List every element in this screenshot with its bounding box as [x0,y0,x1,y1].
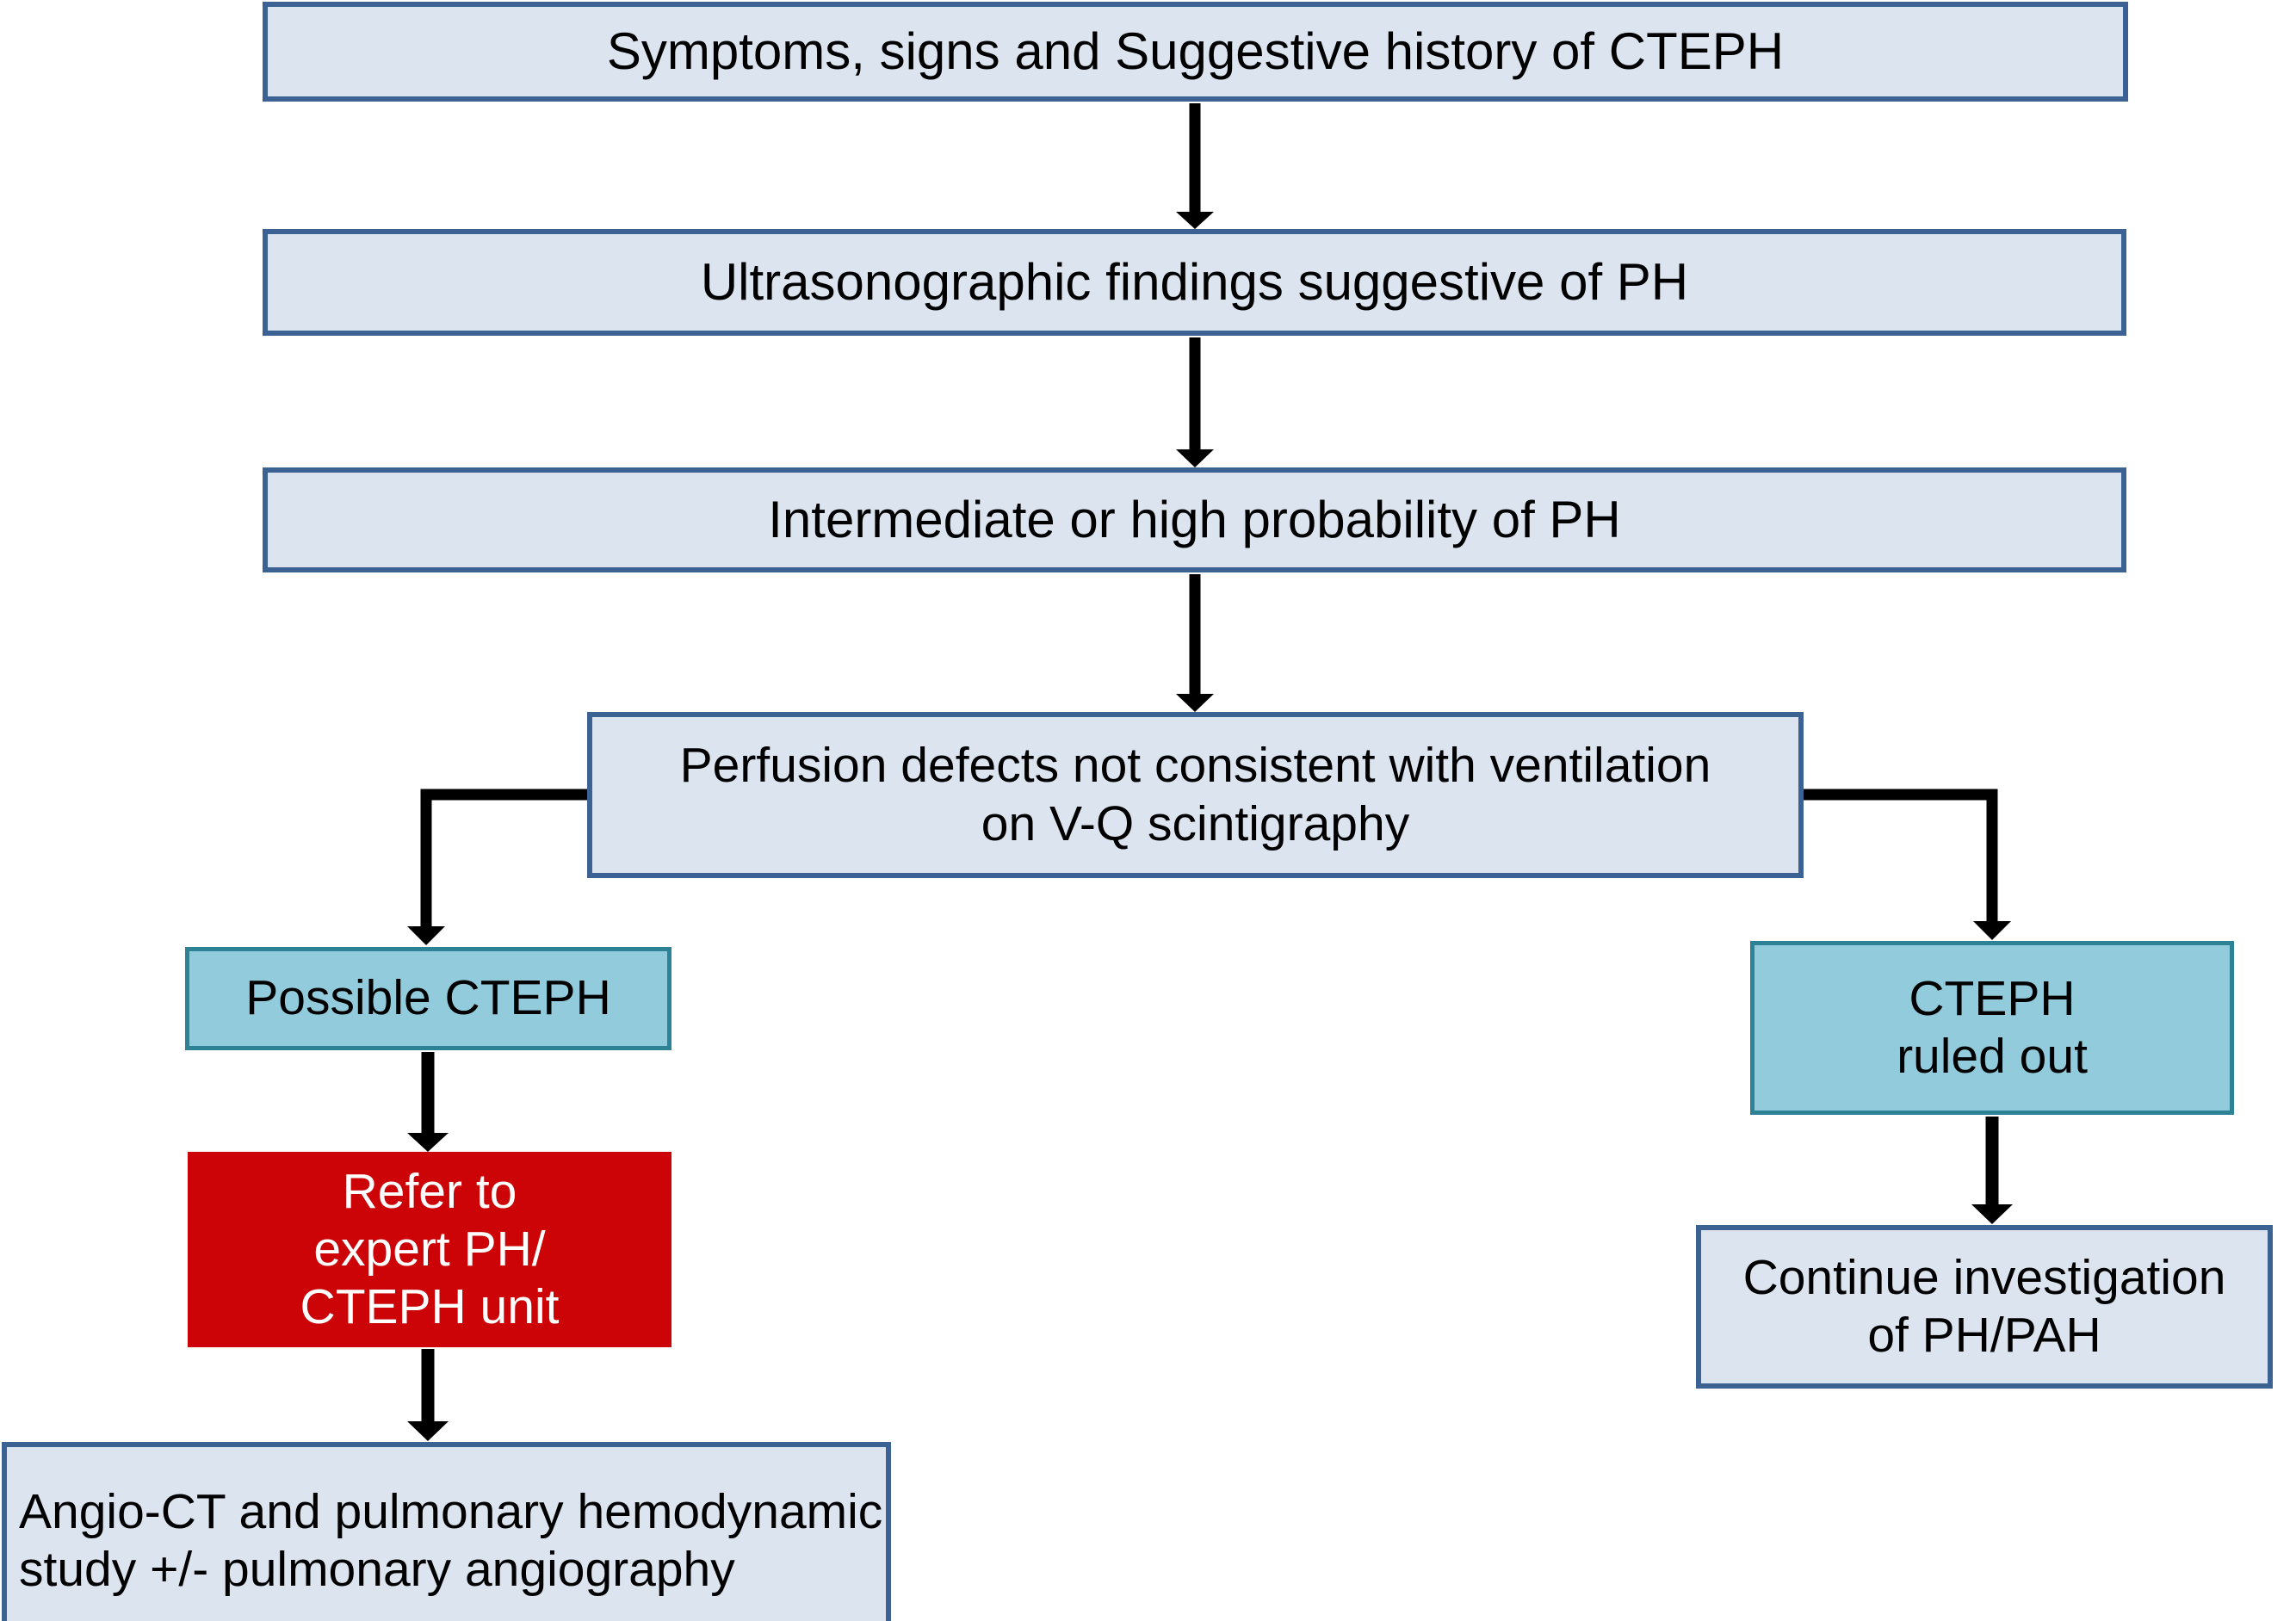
node-refer-to-expert-ph-cteph-unit: Refer to expert PH/ CTEPH unit [188,1152,671,1347]
node-angio-ct-pulmonary-hemodynamic-study: Angio-CT and pulmonary hemodynamic study… [2,1442,891,1621]
edge-probability-to-perfusion [1176,574,1214,712]
edge-ruled-out-to-continue [1971,1117,2013,1224]
edge-symptoms-to-ultrasound [1176,103,1214,229]
edge-perfusion-to-possible-cteph [407,789,587,945]
node-cteph-ruled-out: CTEPH ruled out [1750,941,2234,1115]
edge-possible-cteph-to-refer [407,1052,449,1152]
node-perfusion-defects-vq-scintigraphy: Perfusion defects not consistent with ve… [587,712,1804,878]
edge-ultrasound-to-probability [1176,337,1214,467]
node-ultrasonographic-findings: Ultrasonographic findings suggestive of … [263,229,2126,336]
node-possible-cteph: Possible CTEPH [185,947,671,1050]
edge-refer-to-angio [407,1349,449,1441]
node-continue-investigation-ph-pah: Continue investigation of PH/PAH [1696,1225,2273,1389]
node-symptoms-signs-history: Symptoms, signs and Suggestive history o… [263,2,2128,102]
edge-perfusion-to-ruled-out [1804,789,2011,940]
node-intermediate-high-probability: Intermediate or high probability of PH [263,467,2126,572]
